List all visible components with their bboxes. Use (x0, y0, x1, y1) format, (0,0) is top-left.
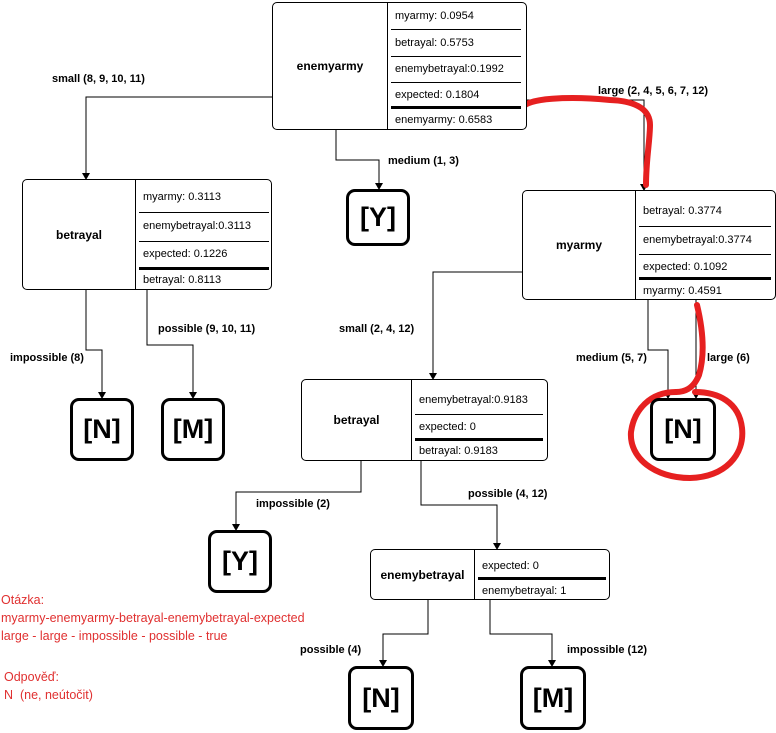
node-enemyarmy: enemyarmy myarmy: 0.0954 betrayal: 0.575… (272, 2, 527, 130)
attr-row: expected: 0 (419, 421, 476, 433)
row-divider (391, 82, 521, 83)
leaf-m-impossible-12: [M] (520, 666, 586, 730)
edge-label-large-6: large (6) (707, 352, 750, 364)
attr-row-selected: betrayal: 0.9183 (419, 445, 498, 457)
row-divider-thick (415, 438, 543, 441)
row-divider (139, 241, 269, 242)
edge-medium-5-7 (647, 300, 672, 399)
attr-row: myarmy: 0.0954 (395, 10, 474, 22)
node-title: myarmy (555, 238, 603, 252)
row-divider (391, 56, 521, 57)
leaf-n-possible-4: [N] (348, 666, 414, 730)
edge-label-small-2-4-12: small (2, 4, 12) (339, 323, 415, 335)
edge-impossible-12 (489, 600, 556, 667)
node-enemybetrayal: enemybetrayal expected: 0 enemybetrayal:… (370, 549, 610, 600)
question-label: Otázka: (1, 593, 45, 607)
edge-label-impossible-12: impossible (12) (567, 644, 648, 656)
row-divider-thick (478, 577, 606, 580)
edge-label-possible-4-12: possible (4, 12) (468, 488, 548, 500)
leaf-y-medium: [Y] (346, 189, 410, 246)
question-path: myarmy-enemyarmy-betrayal-enemybetrayal-… (1, 611, 305, 625)
edge-label-small-root: small (8, 9, 10, 11) (52, 73, 145, 85)
edge-impossible-2 (232, 460, 362, 531)
edge-possible-9-10-11 (146, 290, 197, 399)
node-divider (135, 180, 136, 289)
answer-value: N (ne, neútočit) (4, 688, 93, 702)
edge-label-medium-root: medium (1, 3) (388, 155, 459, 167)
highlight-path-myarmy-to-leaf (673, 302, 706, 395)
row-divider (639, 226, 771, 227)
leaf-m-possible-9-10-11: [M] (161, 398, 225, 461)
row-divider (415, 414, 543, 415)
edge-label-large-root: large (2, 4, 5, 6, 7, 12) (598, 85, 709, 97)
highlight-circle-leaf (627, 389, 746, 481)
node-title: betrayal (55, 227, 103, 242)
edge-root-medium (335, 130, 383, 190)
edge-label-impossible-8: impossible (8) (10, 352, 84, 364)
attr-row: myarmy: 0.3113 (143, 191, 222, 203)
edge-label-possible-4: possible (4) (300, 644, 362, 656)
row-divider (391, 29, 521, 30)
attr-row: expected: 0.1092 (643, 261, 728, 273)
row-divider-thick (391, 106, 521, 109)
leaf-y-impossible-2: [Y] (208, 530, 272, 593)
attr-row-selected: myarmy: 0.4591 (643, 284, 722, 297)
row-divider-thick (139, 267, 269, 270)
attr-row: expected: 0 (482, 560, 539, 572)
node-title: enemyarmy (296, 59, 364, 73)
row-divider (639, 254, 771, 255)
attr-row: betrayal: 0.5753 (395, 37, 474, 49)
edge-root-small (82, 96, 272, 180)
row-divider-thick (639, 277, 771, 280)
node-divider (387, 3, 388, 129)
attr-row: betrayal: 0.3774 (643, 205, 722, 217)
edge-possible-4-12 (420, 460, 501, 550)
edge-label-impossible-2: impossible (2) (256, 498, 330, 510)
attr-row: expected: 0.1804 (395, 89, 480, 101)
attr-row: expected: 0.1226 (143, 248, 228, 260)
leaf-n-impossible-8: [N] (70, 398, 134, 461)
edge-label-medium-5-7: medium (5, 7) (576, 352, 647, 364)
attr-row: enemybetrayal:0.3774 (643, 234, 752, 246)
attr-row: enemybetrayal:0.1992 (395, 63, 504, 75)
highlight-path-root-to-myarmy (520, 95, 653, 188)
node-divider (635, 191, 636, 299)
attr-row-selected: enemybetrayal: 1 (482, 584, 567, 597)
edge-possible-4 (379, 600, 429, 667)
question-values: large - large - impossible - possible - … (1, 629, 228, 643)
node-myarmy: myarmy betrayal: 0.3774 enemybetrayal:0.… (522, 190, 776, 300)
attr-row-selected: enemyarmy: 0.6583 (395, 114, 493, 126)
row-divider (139, 212, 269, 213)
edge-root-large (527, 99, 648, 191)
attr-row: enemybetrayal:0.3113 (143, 220, 252, 232)
node-betrayal-middle: betrayal enemybetrayal:0.9183 expected: … (301, 379, 548, 461)
attr-row-selected: betrayal: 0.8113 (143, 274, 222, 286)
edge-small-2-4-12 (429, 271, 522, 380)
node-divider (474, 550, 475, 599)
edge-label-possible-9-10-11: possible (9, 10, 11) (158, 323, 256, 335)
edge-impossible-8 (85, 290, 106, 399)
node-title: betrayal (333, 413, 380, 427)
node-betrayal-left: betrayal myarmy: 0.3113 enemybetrayal:0.… (22, 179, 272, 290)
node-divider (411, 380, 412, 460)
leaf-n-large-6: [N] (650, 398, 716, 461)
node-title: enemybetrayal (380, 567, 465, 582)
answer-label: Odpověď: (4, 670, 59, 684)
attr-row: enemybetrayal:0.9183 (419, 394, 528, 406)
